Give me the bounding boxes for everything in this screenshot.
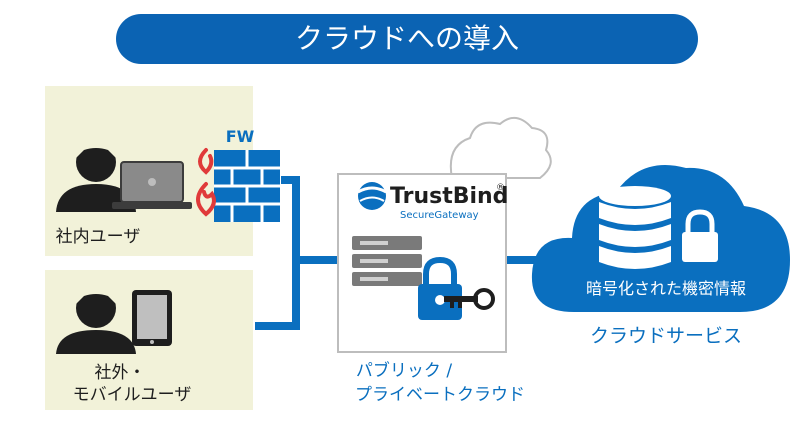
internal-user-label: 社内ユーザ	[56, 227, 141, 247]
external-user-label-line1: 社外・	[95, 363, 146, 383]
trustbind-logo-icon	[357, 182, 387, 210]
line-fw-horizontal	[281, 176, 297, 184]
connection-lines	[255, 176, 550, 330]
brand-registered: ®	[496, 183, 505, 193]
line-external	[255, 322, 300, 330]
brand-name: TrustBind	[390, 184, 508, 209]
cloud-service-label: クラウドサービス	[590, 325, 742, 347]
server-icon	[352, 236, 422, 286]
line-to-cloud	[506, 256, 550, 264]
padlock-icon	[418, 256, 462, 320]
key-icon	[444, 288, 495, 310]
external-user-label-line2: モバイルユーザ	[73, 385, 192, 405]
laptop-icon	[112, 161, 192, 209]
cloud-outline-icon	[449, 117, 552, 179]
lock-icon	[682, 209, 718, 262]
public-private-label-line2: プライベートクラウド	[355, 385, 525, 405]
encrypted-info-label: 暗号化された機密情報	[586, 279, 746, 298]
title-banner: クラウドへの導入	[116, 14, 698, 64]
database-icon	[599, 186, 671, 269]
line-vertical	[292, 176, 300, 328]
brand-subtitle: SecureGateway	[400, 210, 479, 221]
tablet-icon	[132, 290, 172, 346]
firewall-icon	[214, 150, 280, 222]
line-to-gateway	[292, 256, 338, 264]
firewall-label: FW	[226, 127, 255, 146]
flame-icon	[196, 148, 216, 217]
external-user-icon	[56, 285, 136, 354]
public-private-label-line1: パブリック /	[356, 360, 452, 381]
diagram-title: クラウドへの導入	[295, 22, 519, 55]
